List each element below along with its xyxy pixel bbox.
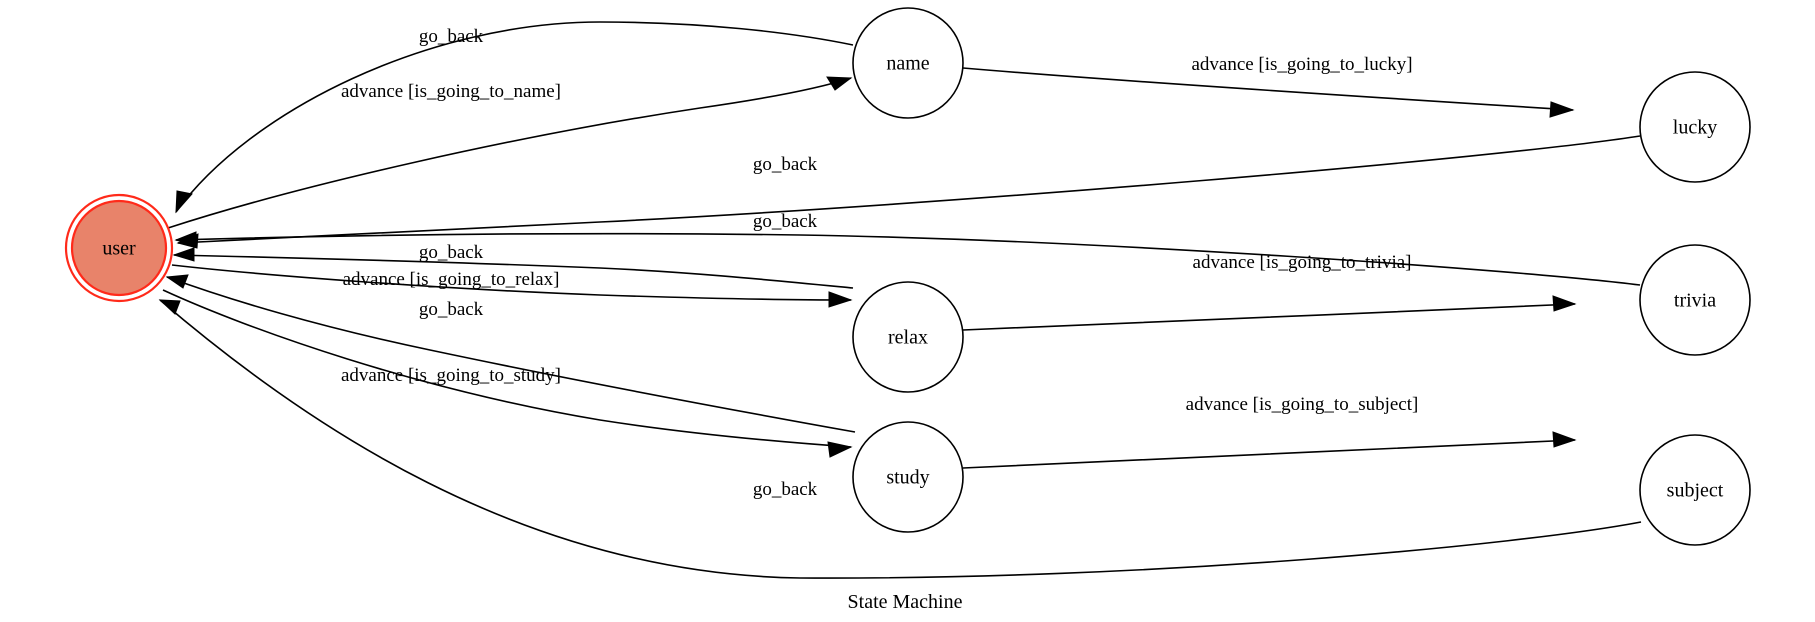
edge-subject-to-user[interactable]: go_back	[158, 299, 1642, 579]
edge-path	[177, 135, 1641, 244]
arrowhead-icon	[1549, 101, 1575, 118]
node-circle	[1639, 244, 1751, 356]
edge-path	[173, 254, 854, 289]
edge-lucky-to-user[interactable]: go_back	[176, 135, 1641, 249]
edge-path	[962, 303, 1576, 331]
node-circle	[852, 7, 964, 119]
edge-path	[159, 299, 1642, 579]
node-relax[interactable]: relax	[852, 281, 964, 393]
node-inner-ring	[70, 199, 168, 297]
arrowhead-icon	[175, 190, 193, 214]
edge-path	[175, 232, 1641, 286]
node-label: relax	[888, 327, 928, 349]
edge-trivia-to-user[interactable]: go_back	[174, 211, 1641, 286]
node-label: lucky	[1673, 117, 1717, 139]
edge-path	[167, 77, 852, 229]
edge-path	[962, 439, 1576, 469]
node-label: name	[886, 53, 929, 75]
edge-study-to-user[interactable]: go_back	[165, 274, 856, 433]
edge-label: advance [is_going_to_study]	[341, 365, 561, 386]
edge-user-to-relax[interactable]: advance [is_going_to_relax]	[171, 264, 853, 308]
node-study[interactable]: study	[852, 421, 964, 533]
node-name[interactable]: name	[852, 7, 964, 119]
node-label: trivia	[1674, 290, 1716, 312]
arrowhead-icon	[1552, 295, 1577, 312]
edge-label: go_back	[419, 26, 484, 47]
node-user[interactable]: user	[64, 193, 174, 303]
node-trivia[interactable]: trivia	[1639, 244, 1751, 356]
node-circle	[1639, 434, 1751, 546]
edge-label: go_back	[753, 211, 818, 232]
arrowhead-icon	[158, 299, 181, 315]
arrowhead-icon	[1552, 431, 1577, 448]
arrowhead-icon	[827, 441, 853, 458]
edge-relax-to-user[interactable]: go_back	[172, 242, 854, 289]
edge-path	[162, 289, 852, 448]
edge-path	[171, 264, 852, 301]
node-circle	[1639, 71, 1751, 183]
edge-user-to-study[interactable]: advance [is_going_to_study]	[162, 289, 853, 458]
edge-label: go_back	[419, 242, 484, 263]
arrowhead-icon	[174, 231, 197, 247]
edge-path	[175, 21, 854, 213]
edge-name-to-user[interactable]: go_back	[175, 21, 854, 214]
edge-label: advance [is_going_to_relax]	[343, 269, 560, 290]
arrowhead-icon	[826, 76, 853, 91]
node-circle	[852, 281, 964, 393]
graph-title: State Machine	[848, 591, 963, 613]
edges-layer: advance [is_going_to_name] go_back advan…	[158, 21, 1642, 579]
edge-study-to-subject[interactable]: advance [is_going_to_subject]	[962, 394, 1577, 469]
arrowhead-icon	[828, 291, 853, 308]
edge-label: go_back	[419, 299, 484, 320]
edge-label: advance [is_going_to_lucky]	[1191, 54, 1412, 75]
edge-label: go_back	[753, 154, 818, 175]
nodes-layer: user name lucky relax trivia study	[64, 7, 1751, 546]
edge-label: go_back	[753, 479, 818, 500]
edge-user-to-name[interactable]: advance [is_going_to_name]	[167, 76, 853, 229]
edge-label: advance [is_going_to_name]	[341, 81, 561, 102]
node-label: study	[886, 467, 929, 489]
edge-label: advance [is_going_to_trivia]	[1193, 252, 1412, 273]
edge-relax-to-trivia[interactable]: advance [is_going_to_trivia]	[962, 252, 1577, 331]
edge-path	[962, 67, 1574, 111]
edge-name-to-lucky[interactable]: advance [is_going_to_lucky]	[962, 54, 1575, 118]
arrowhead-icon	[165, 274, 189, 289]
node-label: user	[102, 238, 136, 260]
node-lucky[interactable]: lucky	[1639, 71, 1751, 183]
node-subject[interactable]: subject	[1639, 434, 1751, 546]
node-circle	[852, 421, 964, 533]
edge-path	[166, 276, 856, 433]
arrowhead-icon	[172, 247, 195, 262]
edge-label: advance [is_going_to_subject]	[1186, 394, 1419, 415]
node-label: subject	[1667, 480, 1724, 502]
